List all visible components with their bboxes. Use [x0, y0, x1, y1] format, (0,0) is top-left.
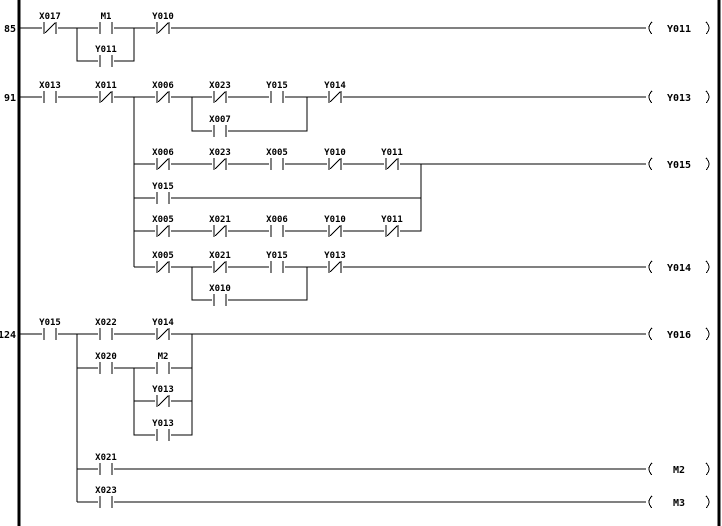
normally-closed-contact	[385, 158, 399, 170]
normally-closed-contact	[213, 225, 227, 237]
contact-label: Y010	[324, 148, 346, 158]
normally-closed-contact	[156, 225, 170, 237]
normally-closed-contact	[328, 158, 342, 170]
coil-label: M2	[673, 465, 685, 476]
output-coil	[648, 90, 710, 104]
normally-open-contact	[99, 55, 113, 67]
normally-open-contact	[270, 261, 284, 273]
normally-closed-contact	[213, 261, 227, 273]
rung-85: X017 M1 Y011 Y010 Y011	[19, 12, 710, 67]
parallel-branch	[191, 97, 308, 132]
normally-open-contact	[99, 22, 113, 34]
contact-label: X005	[152, 251, 174, 261]
output-coil	[648, 157, 710, 171]
contact-label: X005	[266, 148, 288, 158]
contact-label: X021	[95, 453, 117, 463]
rung-91: X013 X011 X006 X023 Y015 Y014 X007 X006 …	[19, 81, 710, 306]
contact-label: Y013	[324, 251, 346, 261]
contact-label: Y015	[266, 81, 288, 91]
wire	[134, 164, 422, 232]
output-coil	[648, 495, 710, 509]
normally-open-contact	[270, 91, 284, 103]
normally-open-contact	[156, 362, 170, 374]
coil-label: Y013	[667, 93, 691, 104]
normally-closed-contact	[156, 261, 170, 273]
rung-step-number: 91	[4, 93, 16, 104]
normally-closed-contact	[385, 225, 399, 237]
contact-label: X011	[95, 81, 117, 91]
contact-label: Y015	[266, 251, 288, 261]
normally-closed-contact	[213, 158, 227, 170]
normally-open-contact	[270, 158, 284, 170]
output-coil	[648, 260, 710, 274]
contact-label: Y010	[152, 12, 174, 22]
normally-closed-contact	[328, 261, 342, 273]
contact-label: M2	[158, 352, 169, 362]
coil-label: Y011	[667, 24, 691, 35]
contact-label: X020	[95, 352, 117, 362]
contact-label: Y014	[152, 318, 174, 328]
contact-label: Y011	[381, 215, 403, 225]
contact-label: Y011	[381, 148, 403, 158]
coil-label: Y015	[667, 160, 691, 171]
normally-open-contact	[99, 328, 113, 340]
rung-124: Y015 X022 Y014 X020 M2 Y013 Y013 X021 X0…	[19, 318, 710, 509]
contact-label: X023	[95, 486, 117, 496]
normally-closed-contact	[156, 395, 170, 407]
normally-open-contact	[156, 429, 170, 441]
contact-label: Y010	[324, 215, 346, 225]
normally-closed-contact	[99, 91, 113, 103]
normally-closed-contact	[156, 22, 170, 34]
contact-label: X013	[39, 81, 61, 91]
normally-open-contact	[213, 125, 227, 137]
normally-open-contact	[213, 294, 227, 306]
normally-open-contact	[43, 328, 57, 340]
contact-label: X023	[209, 148, 231, 158]
normally-closed-contact	[156, 91, 170, 103]
normally-open-contact	[99, 362, 113, 374]
parallel-branch	[77, 334, 193, 436]
contact-label: X023	[209, 81, 231, 91]
output-coil	[648, 327, 710, 341]
contact-label: X017	[39, 12, 61, 22]
contact-label: X021	[209, 251, 231, 261]
contact-label: Y014	[324, 81, 346, 91]
contact-label: Y015	[39, 318, 61, 328]
rung-step-number: 85	[4, 24, 16, 35]
normally-closed-contact	[156, 328, 170, 340]
coil-label: Y014	[667, 263, 691, 274]
normally-closed-contact	[213, 91, 227, 103]
contact-label: X006	[152, 148, 174, 158]
contact-label: X022	[95, 318, 117, 328]
contact-label: Y011	[95, 45, 117, 55]
contact-label: M1	[101, 12, 112, 22]
contact-label: X010	[209, 284, 231, 294]
normally-open-contact	[43, 91, 57, 103]
contact-label: X006	[266, 215, 288, 225]
contact-label: X006	[152, 81, 174, 91]
coil-label: M3	[673, 498, 685, 509]
output-coil	[648, 462, 710, 476]
contact-label: X021	[209, 215, 231, 225]
coil-label: Y016	[667, 330, 691, 341]
output-coil	[648, 21, 710, 35]
normally-closed-contact	[43, 22, 57, 34]
normally-open-contact	[99, 496, 113, 508]
parallel-branch	[191, 267, 308, 301]
contact-label: X007	[209, 115, 231, 125]
rung-step-number: 124	[0, 330, 16, 341]
contact-label: X005	[152, 215, 174, 225]
contact-label: Y013	[152, 419, 174, 429]
normally-open-contact	[156, 192, 170, 204]
contact-label: Y013	[152, 385, 174, 395]
normally-open-contact	[270, 225, 284, 237]
contact-label: Y015	[152, 182, 174, 192]
normally-closed-contact	[328, 91, 342, 103]
normally-closed-contact	[156, 158, 170, 170]
normally-closed-contact	[328, 225, 342, 237]
normally-open-contact	[99, 463, 113, 475]
